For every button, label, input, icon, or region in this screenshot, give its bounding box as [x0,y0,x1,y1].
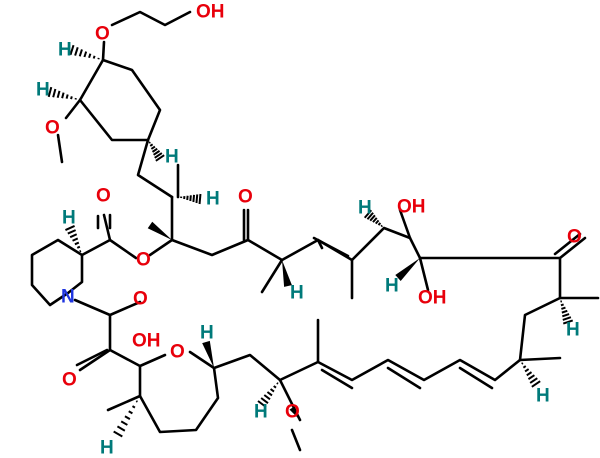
label-h-ring: H [200,323,214,344]
label-h-right2: H [536,386,550,407]
label-h-c2: H [358,198,372,219]
atom-labels: OH O H H O H H O H O N O H H OH H OH O H… [36,2,582,458]
hash-wedge-cyc1 [69,44,100,60]
wedge-c3 [395,258,420,281]
hash-wedge-bottom-left [113,400,138,438]
label-o-methoxy-cyc: O [45,118,60,139]
wedge-c1 [282,260,292,287]
label-oh-top: OH [196,2,225,23]
wedge-ring-h [202,340,214,368]
label-o-amide: O [133,289,148,310]
label-n-pip: N [61,287,75,308]
wedge-bottom-methoxy [289,406,300,420]
label-h-right1: H [566,320,580,341]
label-o-ester: O [136,250,151,271]
label-h-c1: H [290,283,304,304]
stereo-wedges [47,44,574,438]
label-o-ether: O [95,24,110,45]
label-h-bottom-mid: H [254,402,268,423]
label-h-cyc2: H [36,80,50,101]
label-oh-mid: OH [397,197,426,218]
hash-wedge-right1 [560,300,574,325]
label-oh-mid2: OH [418,288,447,309]
hash-wedge-side [180,193,202,205]
hash-wedge-right2 [521,362,541,388]
hash-wedge-cyc2 [47,86,77,100]
label-h-cyc3: H [165,147,179,168]
label-o-ring: O [170,342,185,363]
label-o-ketone1: O [238,187,253,208]
label-o-ester-carbonyl: O [96,186,111,207]
label-o-diketo: O [62,370,77,391]
label-o-methoxy-bottom: O [285,402,300,423]
label-h-pip: H [62,208,76,229]
hash-wedge-cyc3 [148,141,165,162]
label-h-bottom-left: H [100,438,114,458]
bonds [30,10,600,452]
hash-wedge-c2 [363,209,383,228]
label-h-c3: H [385,276,399,297]
label-o-ketone-right: O [567,227,582,248]
label-h-side: H [206,189,220,210]
wedge-ester-c [147,221,172,240]
label-h-cyc1: H [58,40,72,61]
hash-wedge-pip [65,225,82,253]
label-oh-hemi: OH [132,331,161,352]
hash-wedge-bottom-mid [257,382,279,408]
